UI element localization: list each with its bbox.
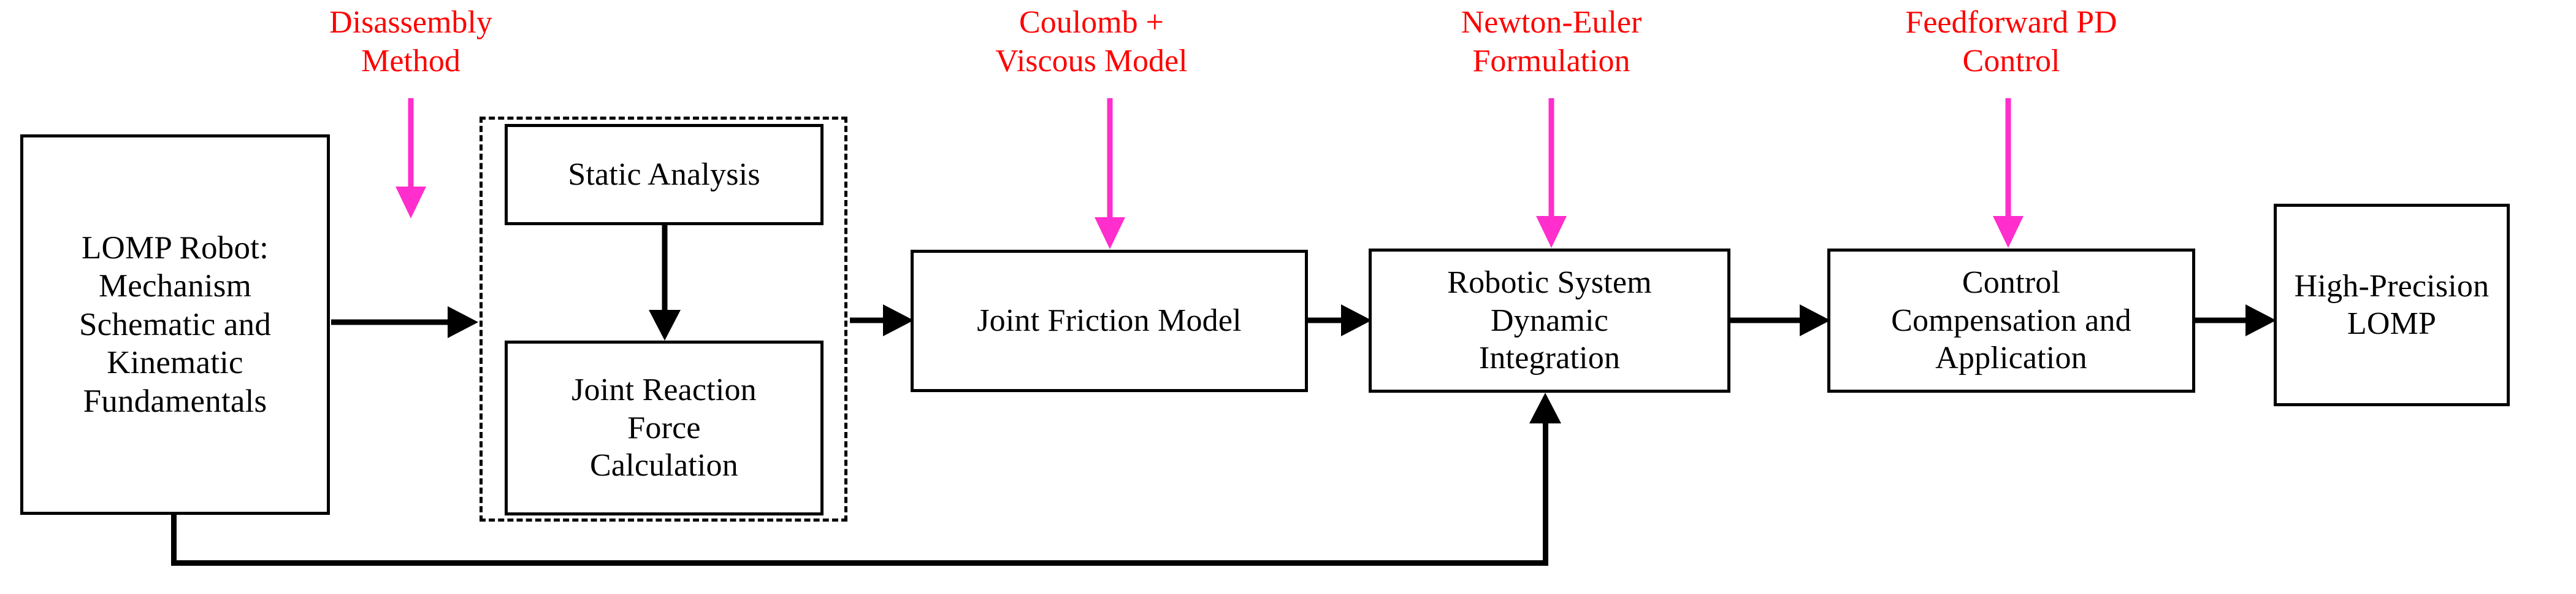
- annotation-arrow-shaft: [2005, 98, 2011, 220]
- feedback-segment-down: [171, 513, 177, 566]
- edge-shaft: [1730, 317, 1803, 323]
- node-high-precision-lomp[interactable]: High-Precision LOMP: [2274, 204, 2510, 406]
- edge-shaft: [850, 317, 887, 323]
- node-dynamic-integration[interactable]: Robotic System Dynamic Integration: [1369, 249, 1730, 393]
- annotation-arrow-shaft: [1548, 98, 1554, 220]
- edge-static-to-reaction: [649, 225, 681, 341]
- arrowhead-right-icon: [883, 304, 914, 336]
- annotation-arrow-disassembly: [396, 98, 426, 218]
- node-joint-friction-model[interactable]: Joint Friction Model: [911, 250, 1308, 392]
- arrowhead-right-icon: [1800, 304, 1830, 336]
- annotation-disassembly-method: Disassembly Method: [329, 5, 492, 79]
- edge-shaft: [662, 225, 668, 312]
- group-disassembly-method: [480, 117, 847, 522]
- arrowhead-down-icon: [396, 187, 426, 218]
- node-dynamic-integration-label: Robotic System Dynamic Integration: [1447, 265, 1652, 376]
- annotation-arrow-pd: [1993, 98, 2024, 248]
- arrowhead-down-icon: [1095, 217, 1125, 249]
- annotation-arrow-coulomb: [1095, 98, 1125, 249]
- feedback-segment-horizontal: [171, 560, 1548, 566]
- node-high-precision-lomp-label: High-Precision LOMP: [2294, 268, 2490, 341]
- edge-shaft: [331, 319, 449, 325]
- node-lomp-robot[interactable]: LOMP Robot: Mechanism Schematic and Kine…: [20, 134, 330, 515]
- edge-shaft: [2195, 317, 2249, 323]
- node-joint-reaction-force[interactable]: Joint Reaction Force Calculation: [505, 341, 824, 515]
- arrowhead-down-icon: [649, 310, 681, 341]
- annotation-arrow-shaft: [408, 98, 414, 190]
- annotation-arrow-newton: [1536, 98, 1567, 248]
- arrowhead-right-icon: [1341, 304, 1372, 336]
- annotation-newton-euler: Newton-Euler Formulation: [1461, 5, 1642, 79]
- arrowhead-right-icon: [448, 306, 478, 338]
- node-static-analysis[interactable]: Static Analysis: [505, 124, 824, 225]
- node-control-compensation-label: Control Compensation and Application: [1891, 265, 2131, 376]
- node-static-analysis-label: Static Analysis: [568, 156, 760, 192]
- annotation-feedforward-pd: Feedforward PD Control: [1905, 5, 2117, 79]
- node-joint-friction-model-label: Joint Friction Model: [977, 303, 1242, 339]
- annotation-arrow-shaft: [1107, 98, 1113, 221]
- arrowhead-right-icon: [2245, 304, 2276, 336]
- annotation-coulomb-viscous: Coulomb + Viscous Model: [995, 5, 1188, 79]
- arrowhead-down-icon: [1536, 216, 1567, 248]
- edge-shaft: [1308, 317, 1345, 323]
- node-control-compensation[interactable]: Control Compensation and Application: [1827, 249, 2195, 393]
- node-joint-reaction-force-label: Joint Reaction Force Calculation: [571, 372, 757, 484]
- node-lomp-robot-label: LOMP Robot: Mechanism Schematic and Kine…: [78, 230, 272, 419]
- feedback-segment-up: [1543, 423, 1548, 566]
- arrowhead-down-icon: [1993, 216, 2024, 248]
- arrowhead-up-icon: [1529, 393, 1561, 423]
